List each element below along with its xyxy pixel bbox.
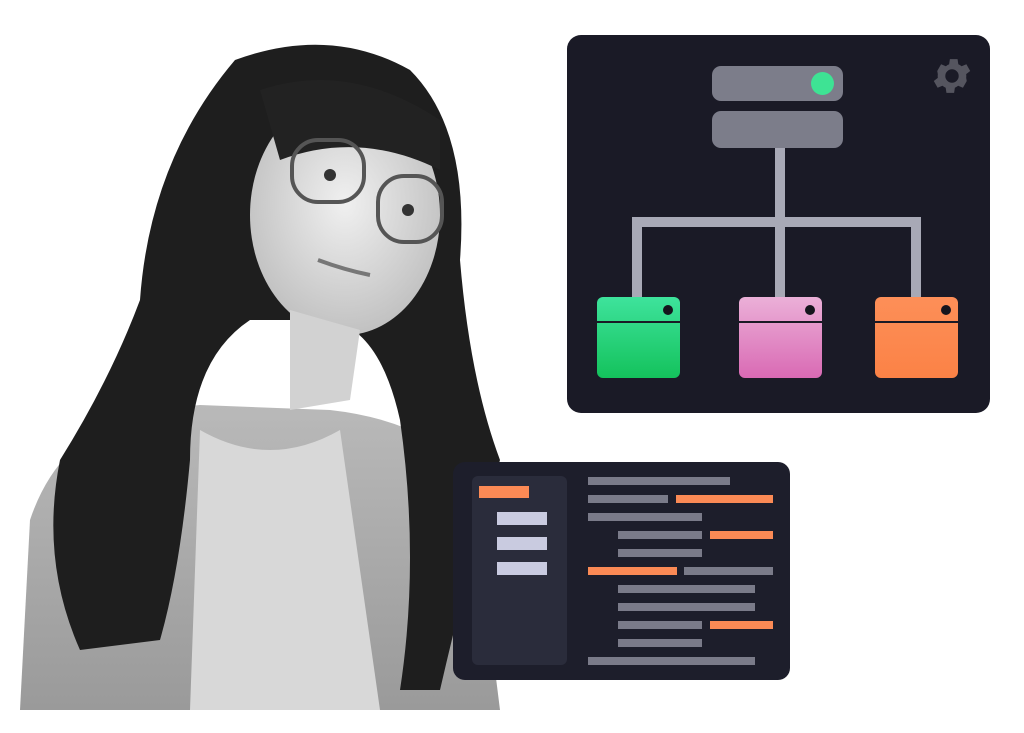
code-line — [618, 585, 755, 593]
code-line — [588, 657, 755, 665]
code-editor-panel — [453, 462, 790, 680]
node-green — [597, 297, 680, 378]
sidebar-item[interactable] — [497, 512, 547, 525]
server-icon — [712, 66, 843, 101]
node-pink — [739, 297, 822, 378]
connector-right — [911, 217, 921, 297]
status-dot-icon — [811, 72, 834, 95]
gear-icon[interactable] — [929, 53, 975, 99]
code-line — [588, 513, 702, 521]
code-line — [618, 549, 702, 557]
code-line — [618, 639, 702, 647]
sidebar-item[interactable] — [497, 537, 547, 550]
code-token-highlight — [588, 567, 677, 575]
node-orange — [875, 297, 958, 378]
code-token-highlight — [710, 621, 773, 629]
connector-bus — [632, 217, 921, 227]
code-token-highlight — [710, 531, 773, 539]
sidebar-item[interactable] — [497, 562, 547, 575]
glasses-left — [290, 138, 366, 204]
code-line — [684, 567, 773, 575]
code-line — [588, 495, 668, 503]
code-line — [618, 603, 755, 611]
code-line — [618, 621, 702, 629]
server-unit — [712, 111, 843, 148]
code-line — [588, 477, 730, 485]
code-token-highlight — [676, 495, 773, 503]
network-diagram-panel — [567, 35, 990, 413]
glasses-right — [376, 174, 444, 244]
portrait-photo — [20, 44, 500, 710]
sidebar-item-active[interactable] — [479, 486, 529, 498]
code-line — [618, 531, 702, 539]
connector-left — [632, 217, 642, 297]
